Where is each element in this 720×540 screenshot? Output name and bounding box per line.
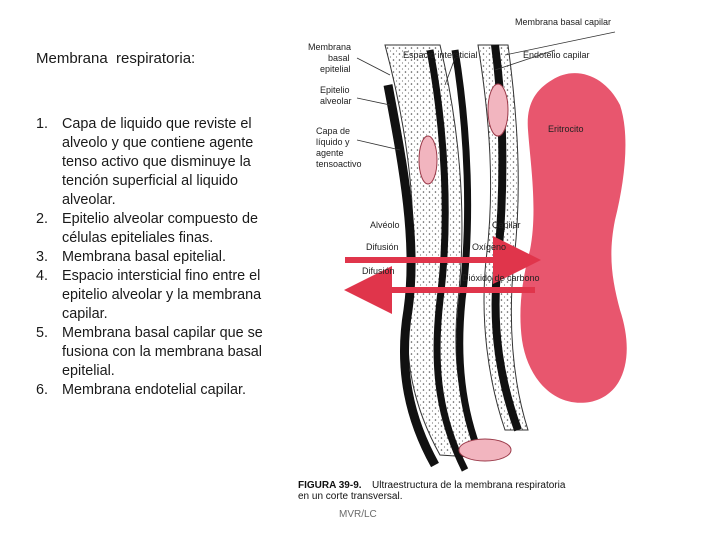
item-number: 4. xyxy=(36,267,48,286)
label-endotelio-capilar: Endotelio capilar xyxy=(523,50,590,60)
label-difusion-1: Difusión xyxy=(366,242,399,252)
item-number: 5. xyxy=(36,324,48,343)
label-membrana-basal-epitelial-3: epitelial xyxy=(320,64,351,74)
item-number: 2. xyxy=(36,210,48,229)
item-number: 3. xyxy=(36,248,48,267)
item-text: Capa de liquido que reviste el alveolo y… xyxy=(62,116,253,208)
item-text: Membrana basal epitelial. xyxy=(62,249,226,265)
interstitial-space-band xyxy=(385,45,485,458)
label-epitelio-alveolar-2: alveolar xyxy=(320,96,352,106)
respiratory-membrane-figure: Membrana basal capilar Membrana basal ep… xyxy=(290,10,720,500)
membrane-layer-list: 1. Capa de liquido que reviste el alveolo… xyxy=(36,115,286,400)
figure-caption-number: FIGURA 39-9. xyxy=(298,480,362,491)
endothelial-cell xyxy=(488,84,508,136)
label-capa-liquido-4: tensoactivo xyxy=(316,159,362,169)
label-espacio-intersticial: Espacio intersticial xyxy=(403,50,478,60)
figure-caption-line1: Ultraestructura de la membrana respirato… xyxy=(372,480,566,491)
lower-cell xyxy=(459,439,511,461)
label-membrana-basal-epitelial-1: Membrana xyxy=(308,42,351,52)
label-capilar: Capilar xyxy=(492,220,521,230)
figure-caption-line2: en un corte transversal. xyxy=(298,491,403,500)
label-membrana-basal-capilar: Membrana basal capilar xyxy=(515,17,611,27)
list-item: 4. Espacio intersticial fino entre el epi… xyxy=(36,267,286,324)
label-oxigeno: Oxígeno xyxy=(472,242,506,252)
label-capa-liquido-3: agente xyxy=(316,148,344,158)
list-item: 2. Epitelio alveolar compuesto de células… xyxy=(36,210,286,248)
label-alveolo: Alvéolo xyxy=(370,220,400,230)
item-text: Epitelio alveolar compuesto de células e… xyxy=(62,211,258,246)
footer-author: MVR/LC xyxy=(339,509,377,520)
label-dioxido: Dióxido de carbono xyxy=(462,273,540,283)
epithelial-cell xyxy=(419,136,437,184)
membrane-diagram: Membrana basal capilar Membrana basal ep… xyxy=(290,10,720,500)
label-epitelio-alveolar-1: Epitelio xyxy=(320,85,350,95)
item-text: Membrana endotelial capilar. xyxy=(62,382,246,398)
list-item: 3. Membrana basal epitelial. xyxy=(36,248,286,267)
label-eritrocito: Eritrocito xyxy=(548,124,584,134)
label-difusion-2: Difusión xyxy=(362,266,395,276)
label-capa-liquido-2: líquido y xyxy=(316,137,350,147)
item-text: Membrana basal capilar que se fusiona co… xyxy=(62,325,263,379)
slide-title: Membrana respiratoria: xyxy=(36,50,195,67)
item-number: 6. xyxy=(36,381,48,400)
label-capa-liquido-1: Capa de xyxy=(316,126,350,136)
item-number: 1. xyxy=(36,115,48,134)
list-item: 6. Membrana endotelial capilar. xyxy=(36,381,286,400)
erythrocyte-shape xyxy=(520,73,626,403)
item-text: Espacio intersticial fino entre el epite… xyxy=(62,268,261,322)
label-membrana-basal-epitelial-2: basal xyxy=(328,53,350,63)
list-item: 5. Membrana basal capilar que se fusiona … xyxy=(36,324,286,381)
list-item: 1. Capa de liquido que reviste el alveolo… xyxy=(36,115,286,210)
